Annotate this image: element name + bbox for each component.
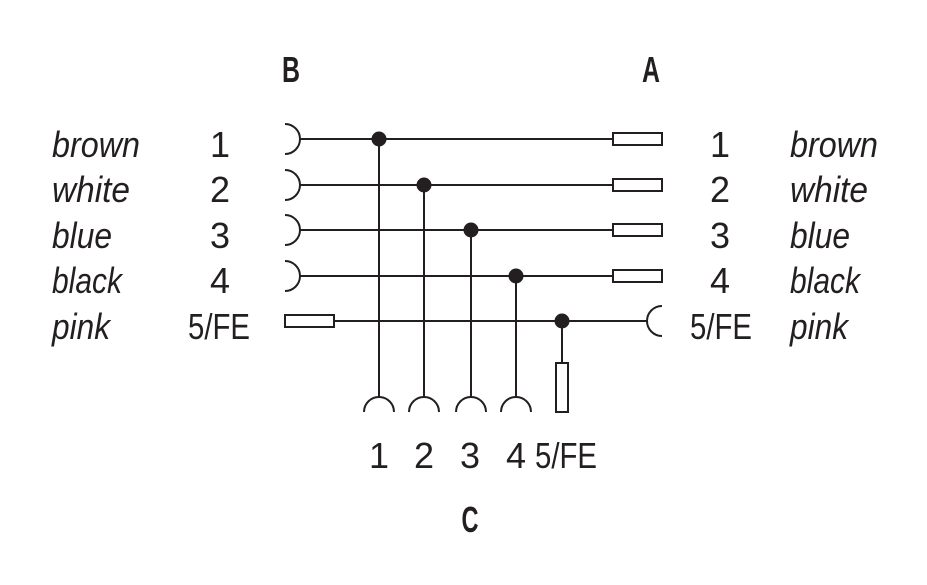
connector-c-sockets bbox=[363, 362, 569, 413]
pin-icon bbox=[612, 223, 663, 237]
junctions bbox=[371, 131, 570, 329]
socket-icon bbox=[284, 169, 301, 201]
pin-icon bbox=[612, 132, 663, 146]
right-labels: 1 2 3 4 5/FE brown white blue black pink bbox=[690, 124, 878, 347]
socket-icon bbox=[284, 123, 301, 155]
bottom-pin-label: 4 bbox=[506, 435, 526, 476]
right-color-label: blue bbox=[790, 215, 850, 256]
right-pin-label: 5/FE bbox=[690, 306, 752, 347]
junction-dot bbox=[508, 268, 524, 284]
socket-icon bbox=[646, 305, 663, 337]
right-pin-label: 1 bbox=[710, 124, 730, 165]
bottom-pin-label: 1 bbox=[369, 435, 389, 476]
left-pin-label: 4 bbox=[210, 260, 230, 301]
left-pin-label: 5/FE bbox=[188, 306, 250, 347]
bottom-pin-label: 2 bbox=[414, 435, 434, 476]
wires bbox=[299, 138, 647, 397]
left-pin-label: 2 bbox=[210, 169, 230, 210]
socket-icon bbox=[408, 396, 440, 413]
socket-icon bbox=[500, 396, 532, 413]
right-color-label: pink bbox=[789, 306, 850, 347]
connector-b-sockets bbox=[284, 123, 335, 328]
left-color-label: white bbox=[52, 169, 130, 210]
socket-icon bbox=[455, 396, 487, 413]
connector-a-label: A bbox=[642, 49, 660, 90]
pin-icon bbox=[284, 314, 335, 328]
junction-dot bbox=[554, 313, 570, 329]
right-color-label: brown bbox=[790, 124, 878, 165]
left-color-label: pink bbox=[51, 306, 112, 347]
socket-icon bbox=[284, 260, 301, 292]
left-color-label: brown bbox=[52, 124, 140, 165]
right-color-label: white bbox=[790, 169, 868, 210]
connector-a-pins bbox=[612, 132, 663, 337]
right-pin-label: 3 bbox=[710, 215, 730, 256]
junction-dot bbox=[416, 177, 432, 193]
connector-b-label: B bbox=[282, 49, 300, 90]
right-pin-label: 4 bbox=[710, 260, 730, 301]
right-pin-label: 2 bbox=[710, 169, 730, 210]
left-color-label: black bbox=[52, 260, 124, 301]
left-color-label: blue bbox=[52, 215, 112, 256]
right-color-label: black bbox=[790, 260, 862, 301]
connector-c-label: C bbox=[462, 499, 479, 540]
bottom-pin-label: 5/FE bbox=[535, 435, 597, 476]
pin-icon bbox=[612, 269, 663, 283]
left-labels: brown white blue black pink 1 2 3 4 5/FE bbox=[51, 124, 250, 347]
junction-dot bbox=[463, 222, 479, 238]
socket-icon bbox=[284, 214, 301, 246]
bottom-labels: 1 2 3 4 5/FE bbox=[369, 435, 597, 476]
pin-icon bbox=[555, 362, 569, 413]
bottom-pin-label: 3 bbox=[460, 435, 480, 476]
junction-dot bbox=[371, 131, 387, 147]
left-pin-label: 1 bbox=[210, 124, 230, 165]
pin-icon bbox=[612, 178, 663, 192]
socket-icon bbox=[363, 396, 395, 413]
left-pin-label: 3 bbox=[210, 215, 230, 256]
